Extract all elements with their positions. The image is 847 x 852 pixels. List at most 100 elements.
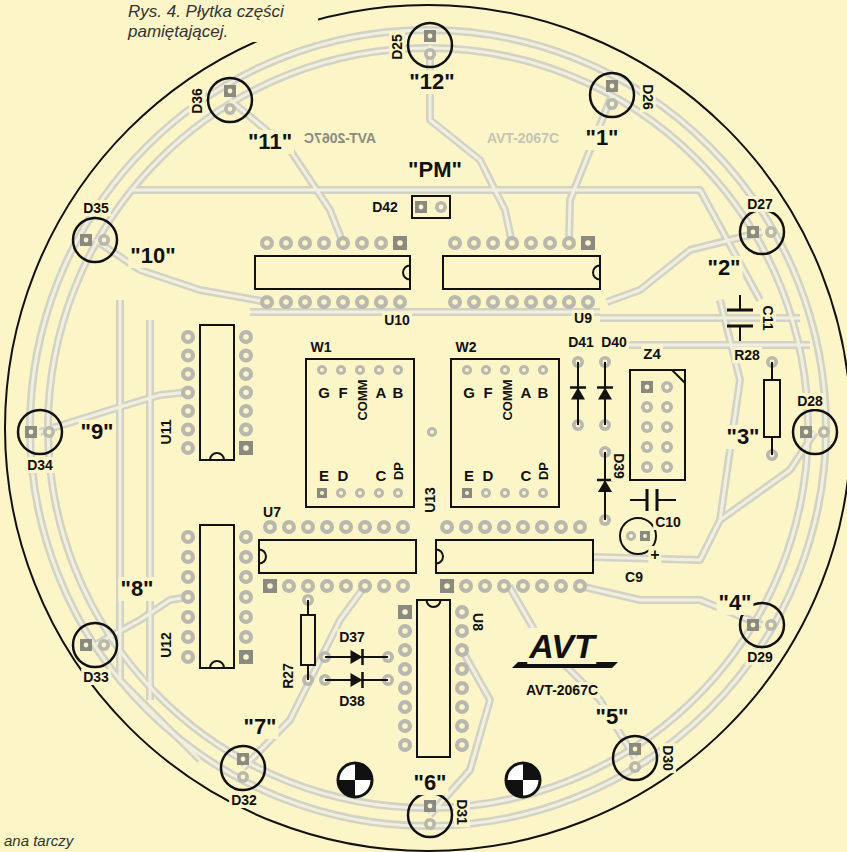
- pad-hole: [339, 368, 343, 372]
- round-pad: [538, 488, 548, 498]
- round-pad: [562, 236, 576, 250]
- pad-hole: [539, 524, 545, 530]
- copper-trace: [593, 432, 815, 560]
- part-designator: U7: [261, 504, 283, 520]
- pad-hole: [397, 299, 403, 305]
- pad-hole: [241, 775, 246, 780]
- round-pad: [661, 441, 673, 453]
- round-pad: [486, 295, 500, 309]
- round-pad: [455, 643, 469, 657]
- copper-trace: [95, 597, 188, 645]
- square-pad: [629, 743, 641, 755]
- part-designator: D39: [611, 451, 627, 481]
- square-pad: [606, 80, 618, 92]
- round-pad: [481, 488, 491, 498]
- round-pad: [355, 236, 369, 250]
- round-pad: [481, 365, 491, 375]
- round-pad: [320, 579, 334, 593]
- pad-hole: [29, 430, 34, 435]
- round-pad: [393, 488, 403, 498]
- capacitor-plate: [727, 309, 753, 312]
- pad-hole: [428, 34, 433, 39]
- round-pad: [538, 365, 548, 375]
- round-pad: [355, 295, 369, 309]
- led-outline: [18, 410, 62, 454]
- round-pad: [524, 236, 538, 250]
- round-pad: [396, 520, 410, 534]
- round-pad: [377, 579, 391, 593]
- capacitor-plate: [646, 489, 649, 511]
- segment-pin-label: E: [319, 468, 329, 483]
- segment-pin-label: DP: [392, 462, 405, 480]
- round-pad: [516, 579, 530, 593]
- diode-symbol: [351, 673, 363, 687]
- ic-notch: [210, 453, 224, 460]
- square-pad: [239, 650, 253, 664]
- round-pad: [573, 579, 587, 593]
- resistor-symbol: [301, 615, 315, 665]
- pad-hole: [459, 685, 465, 691]
- mounting-hole: [338, 763, 372, 797]
- diode-bar: [597, 386, 613, 389]
- led-outline: [412, 196, 450, 218]
- mounting-quadrant: [506, 780, 523, 797]
- resistor-symbol: [764, 380, 780, 437]
- copper-trace: [230, 100, 343, 243]
- led-outline: [613, 736, 657, 780]
- diode-bar: [361, 649, 364, 665]
- figure-caption: Rys. 4. Płytka części pamiętającej.: [128, 2, 318, 42]
- square-pad: [239, 441, 253, 455]
- part-designator: D41: [566, 334, 596, 350]
- pad-hole: [629, 534, 633, 538]
- square-pad: [747, 619, 759, 631]
- pad-hole: [471, 299, 477, 305]
- round-pad: [398, 662, 412, 676]
- pad-hole: [243, 445, 249, 451]
- round-pad: [393, 295, 407, 309]
- led-outline: [590, 73, 634, 117]
- round-pad: [339, 520, 353, 534]
- square-pad: [424, 800, 436, 812]
- diode-symbol: [571, 388, 585, 400]
- pad-hole: [402, 666, 408, 672]
- round-pad: [497, 579, 511, 593]
- pad-hole: [459, 628, 465, 634]
- round-pad: [765, 226, 777, 238]
- pad-hole: [400, 583, 406, 589]
- pad-hole: [267, 583, 273, 589]
- round-pad: [641, 401, 653, 413]
- round-pad: [455, 738, 469, 752]
- round-pad: [500, 365, 510, 375]
- round-pad: [573, 520, 587, 534]
- pad-hole: [633, 765, 638, 770]
- pad-hole: [185, 534, 191, 540]
- pad-hole: [645, 465, 650, 470]
- pad-hole: [359, 299, 365, 305]
- ic-notch: [593, 266, 600, 280]
- capacitor-plate: [656, 489, 659, 511]
- copper-trace: [243, 586, 365, 768]
- led-outline: [208, 78, 252, 122]
- round-pad: [398, 624, 412, 638]
- pad-hole: [645, 445, 650, 450]
- copper-trace: [95, 240, 267, 302]
- segment-pin-label: C: [521, 468, 532, 483]
- led-outline: [73, 218, 117, 262]
- pad-hole: [302, 299, 308, 305]
- round-pad: [279, 295, 293, 309]
- part-designator: U12: [158, 630, 174, 660]
- round-pad: [606, 98, 618, 110]
- round-pad: [239, 530, 253, 544]
- pad-hole: [520, 583, 526, 589]
- pad-hole: [396, 368, 400, 372]
- copper-trace: [580, 586, 762, 625]
- part-designator: D32: [229, 792, 259, 808]
- pad-hole: [320, 491, 324, 495]
- pad-hole: [428, 52, 433, 57]
- pad-hole: [185, 574, 191, 580]
- segment-pin-label: G: [463, 385, 475, 400]
- part-designator: D30: [660, 743, 676, 773]
- round-pad: [535, 579, 549, 593]
- round-pad: [374, 488, 384, 498]
